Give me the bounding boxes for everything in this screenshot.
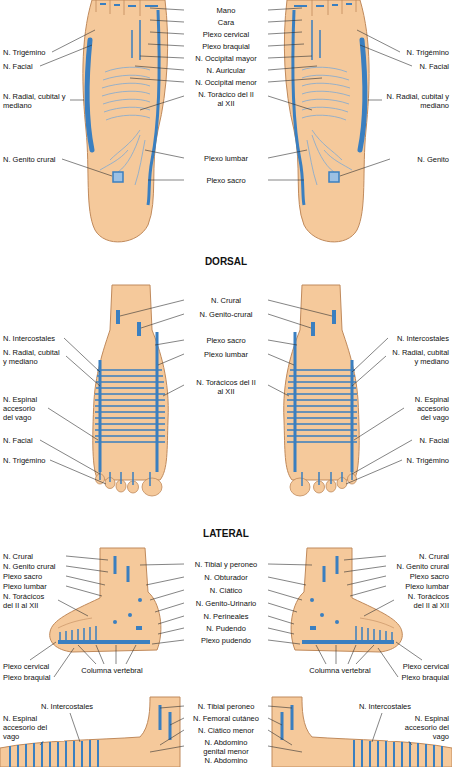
- nerve-label: Columna vertebral: [308, 666, 371, 675]
- nerve-label: Plexo braquial: [2, 673, 52, 682]
- nerve-label: N. Espinal accesorio del vago: [2, 395, 48, 422]
- nerve-label: N. Genito-crural: [199, 310, 254, 319]
- nerve-label: N. Torácicos del II al XII: [195, 378, 257, 396]
- nerve-label: Plexo sacro: [205, 336, 246, 345]
- nerve-label: Cara: [217, 18, 235, 27]
- nerve-label: N. Crural: [418, 552, 450, 561]
- nerve-label: Plexo cervical: [2, 662, 50, 671]
- nerve-label: Plexo sacro: [2, 572, 43, 581]
- nerve-label: N. Radial, cubital y mediano: [2, 348, 66, 366]
- nerve-label: N. Genito: [416, 155, 450, 164]
- nerve-label: N. Trigémino: [405, 48, 450, 57]
- nerve-label: N. Ciático: [209, 586, 244, 595]
- nerve-label: Plexo braquial: [201, 42, 251, 51]
- nerve-label: N. Intercostales: [40, 702, 94, 711]
- nerve-label: N. Espinal accesorio del vago: [2, 714, 64, 741]
- nerve-label: N. Facial: [2, 436, 34, 445]
- nerve-label: N. Tibial y peroneo: [194, 560, 259, 569]
- nerve-label: Plexo lumbar: [203, 350, 249, 359]
- nerve-label: N. Occipital mayor: [194, 54, 257, 63]
- nerve-label: N. Femoral cutáneo: [192, 714, 260, 723]
- nerve-label: Plexo pudendo: [200, 636, 252, 645]
- right-feet: [268, 0, 452, 767]
- nerve-label: N. Radial, cubital y mediano: [382, 92, 450, 110]
- nerve-label: N. Espinal accesorio del vago: [388, 714, 450, 741]
- nerve-label: N. Facial: [2, 62, 34, 71]
- nerve-label: N. Abdomino: [204, 756, 249, 765]
- nerve-label: N. Genito crural: [2, 155, 57, 164]
- nerve-label: Plexo sacro: [409, 572, 450, 581]
- nerve-label: N. Pudendo: [205, 624, 247, 633]
- nerve-label: N. Intercostales: [2, 334, 56, 343]
- nerve-label: N. Abdomino genital menor: [197, 738, 255, 756]
- nerve-label: N. Genito crural: [395, 562, 450, 571]
- nerve-label: N. Facial: [418, 62, 450, 71]
- section-heading: LATERAL: [202, 528, 250, 540]
- nerve-label: N. Auricular: [206, 66, 247, 75]
- nerve-label: Plexo sacro: [205, 176, 246, 185]
- nerve-label: N. Perineales: [202, 612, 249, 621]
- nerve-label: Plexo lumbar: [2, 582, 48, 591]
- nerve-label: N. Obturador: [203, 573, 248, 582]
- nerve-label: N. Genito-Urinario: [195, 599, 257, 608]
- nerve-label: N. Intercostales: [396, 334, 450, 343]
- nerve-label: N. Trigémino: [2, 48, 47, 57]
- nerve-label: N. Radial, cubital y mediano: [2, 92, 70, 110]
- nerve-label: N. Intercostales: [358, 702, 412, 711]
- nerve-label: Plexo braquial: [400, 673, 450, 682]
- nerve-label: N. Torácico del II al XII: [195, 90, 257, 108]
- nerve-label: N. Crural: [210, 296, 242, 305]
- nerve-label: N. Ciático menor: [197, 726, 255, 735]
- nerve-label: Plexo cervical: [402, 662, 450, 671]
- nerve-label: Plexo lumbar: [404, 582, 450, 591]
- left-feet: [0, 0, 184, 767]
- nerve-label: N. Torácicos del II al XII: [2, 592, 54, 610]
- nerve-label: N. Facial: [418, 436, 450, 445]
- nerve-label: N. Tibial peroneo: [197, 702, 256, 711]
- section-heading: DORSAL: [204, 256, 248, 268]
- nerve-label: N. Crural: [2, 552, 34, 561]
- nerve-label: N. Trigémino: [2, 456, 47, 465]
- nerve-label: N. Radial, cubital y mediano: [386, 348, 450, 366]
- nerve-label: N. Espinal accesorio del vago: [404, 395, 450, 422]
- nerve-label: N. Trigémino: [405, 456, 450, 465]
- nerve-label: Plexo lumbar: [203, 154, 249, 163]
- nerve-label: N. Occipital menor: [194, 78, 258, 87]
- nerve-label: N. Genito crural: [2, 562, 57, 571]
- nerve-label: N. Torácicos del II al XII: [398, 592, 450, 610]
- nerve-label: Columna vertebral: [80, 666, 143, 675]
- nerve-label: Plexo cervical: [202, 30, 250, 39]
- nerve-label: Mano: [216, 6, 237, 15]
